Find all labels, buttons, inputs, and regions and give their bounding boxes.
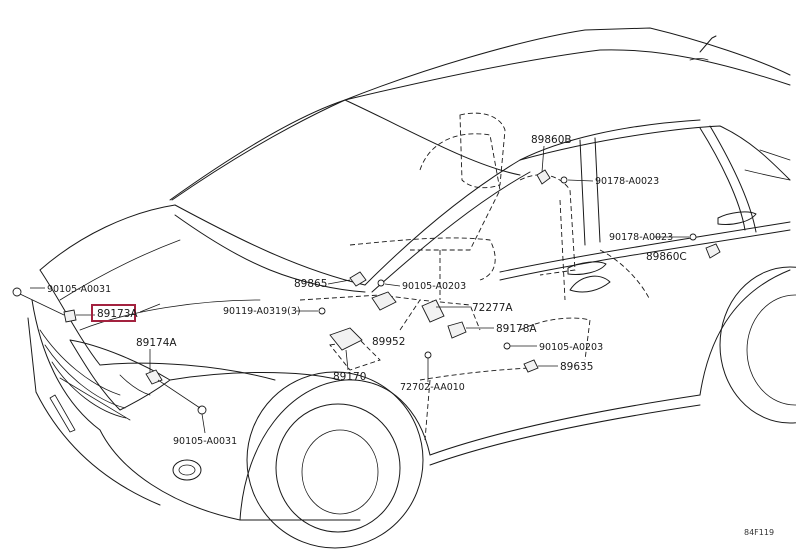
part-labels: 89860B 90178-A0023 90178-A0023 89860C 89… bbox=[47, 134, 774, 537]
sensor-89635[interactable] bbox=[523, 359, 539, 373]
sensor-89173a[interactable] bbox=[63, 309, 77, 323]
bracket-center[interactable] bbox=[371, 291, 397, 311]
label-89173a[interactable]: 89173A bbox=[97, 308, 138, 320]
label-89178a[interactable]: 89178A bbox=[496, 323, 537, 335]
sensor-89178a[interactable] bbox=[447, 321, 467, 339]
bolt-90105-left[interactable] bbox=[12, 287, 22, 297]
label-90178-mid[interactable]: 90178-A0023 bbox=[609, 232, 673, 243]
label-89952[interactable]: 89952 bbox=[372, 336, 405, 348]
sensor-89860c[interactable] bbox=[705, 243, 721, 259]
label-72702[interactable]: 72702-AA010 bbox=[400, 382, 465, 393]
airbag-sensor-89170[interactable] bbox=[329, 327, 363, 351]
connector-89865[interactable] bbox=[349, 271, 367, 287]
label-89170[interactable]: 89170 bbox=[333, 371, 366, 383]
vehicle-body bbox=[27, 27, 796, 549]
label-90178-top[interactable]: 90178-A0023 bbox=[595, 176, 659, 187]
label-90105-bottom[interactable]: 90105-A0031 bbox=[173, 436, 237, 447]
ecu-72277a[interactable] bbox=[421, 299, 445, 323]
label-89635[interactable]: 89635 bbox=[560, 361, 593, 373]
label-90105-right[interactable]: 90105-A0203 bbox=[539, 342, 603, 353]
components bbox=[12, 169, 721, 415]
highlight-box bbox=[91, 304, 136, 322]
label-72277a[interactable]: 72277A bbox=[472, 302, 513, 314]
bolt-90119[interactable] bbox=[318, 307, 326, 315]
sensor-89860b[interactable] bbox=[536, 169, 551, 185]
label-89860b[interactable]: 89860B bbox=[531, 134, 572, 146]
label-90105-center[interactable]: 90105-A0203 bbox=[402, 281, 466, 292]
label-89174a[interactable]: 89174A bbox=[136, 337, 177, 349]
sensor-89174a[interactable] bbox=[145, 369, 163, 385]
label-90105-left[interactable]: 90105-A0031 bbox=[47, 284, 111, 295]
label-89865[interactable]: 89865 bbox=[294, 278, 327, 290]
label-89860c[interactable]: 89860C bbox=[646, 251, 687, 263]
bolt-90178-top[interactable] bbox=[560, 176, 568, 184]
bolt-72702[interactable] bbox=[424, 351, 432, 359]
bolt-90105-center[interactable] bbox=[377, 279, 385, 287]
bolt-90105-right[interactable] bbox=[503, 342, 511, 350]
bolt-90178-mid[interactable] bbox=[689, 233, 697, 241]
label-90119[interactable]: 90119-A0319(3) bbox=[223, 306, 301, 317]
leader-lines bbox=[19, 145, 689, 434]
figure-code: 84F119 bbox=[744, 528, 774, 537]
